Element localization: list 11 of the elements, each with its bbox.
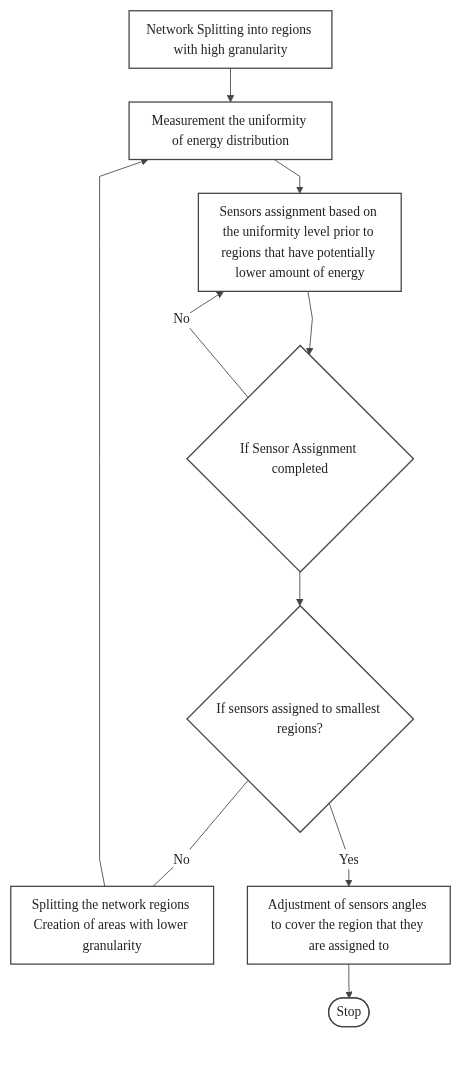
node-box: Sensors assignment based on the uniformity level prior to regions that have potentially lower amount of energy bbox=[197, 192, 402, 292]
edge-label: Yes bbox=[338, 851, 359, 867]
node-diamond: If Sensor Assignment completed bbox=[186, 344, 415, 573]
edge-label: No bbox=[173, 851, 190, 867]
edge-label: No bbox=[173, 310, 190, 326]
node-box: Adjustment of sensors angles to cover the region that they are assigned to bbox=[246, 885, 451, 965]
connector bbox=[152, 780, 249, 887]
node-box: Splitting the network regions Creation of areas with lower granularity bbox=[10, 885, 215, 965]
node-box: Measurement the uniformity of energy distribution bbox=[128, 101, 333, 161]
node-box: Network Splitting into regions with high granularity bbox=[128, 10, 333, 69]
node-diamond: If sensors assigned to smallest regions? bbox=[186, 604, 415, 834]
